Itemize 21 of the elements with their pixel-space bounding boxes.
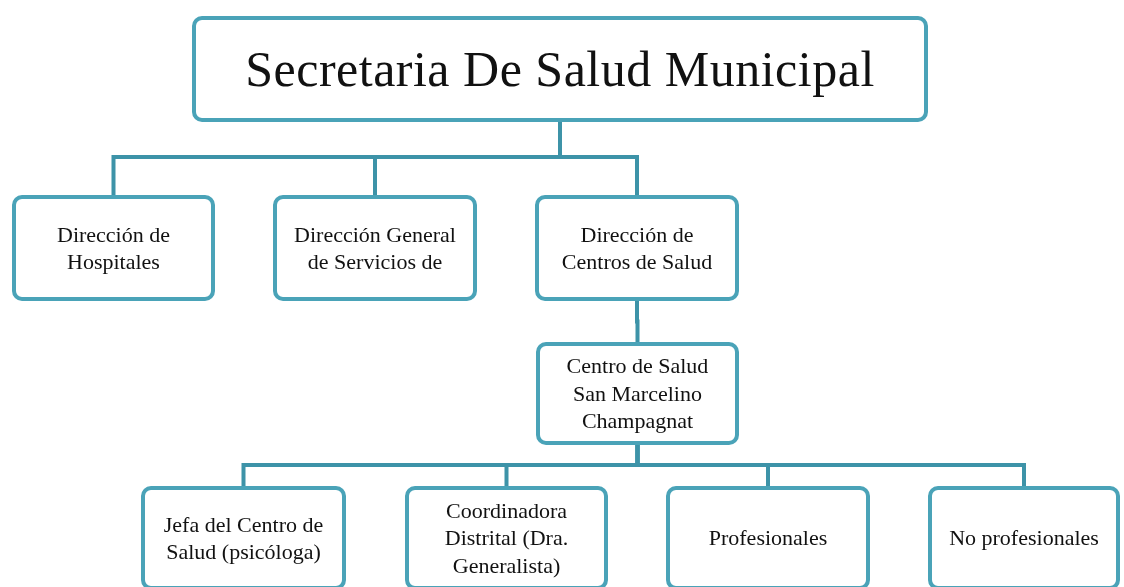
org-box: [535, 195, 739, 301]
box-label: No profesionales: [949, 524, 1099, 552]
connector-line: [558, 122, 639, 195]
box-label: Dirección de Hospitales: [56, 220, 171, 276]
box-label: Coordinadora Distrital (Dra. Generalista): [443, 496, 570, 580]
box-label: Jefa del Centro de Salud (psicóloga): [162, 510, 325, 566]
box-label: Secretaria De Salud Municipal: [245, 41, 875, 97]
connector-line: [635, 301, 640, 342]
org-box: [405, 486, 608, 587]
org-box: [666, 486, 870, 587]
box-label: Profesionales: [708, 524, 828, 552]
org-box: [273, 195, 477, 301]
box-label: Centro de Salud San Marcelino Champagnat: [565, 352, 710, 435]
connector-line: [635, 445, 1026, 486]
box-label: Dirección de Centros de Salud: [560, 220, 714, 276]
org-box: [536, 342, 739, 445]
org-box: [192, 16, 928, 122]
org-box: [12, 195, 215, 301]
org-box: [141, 486, 346, 587]
box-label: Dirección General de Servicios de: [293, 220, 457, 276]
org-box: [928, 486, 1120, 587]
